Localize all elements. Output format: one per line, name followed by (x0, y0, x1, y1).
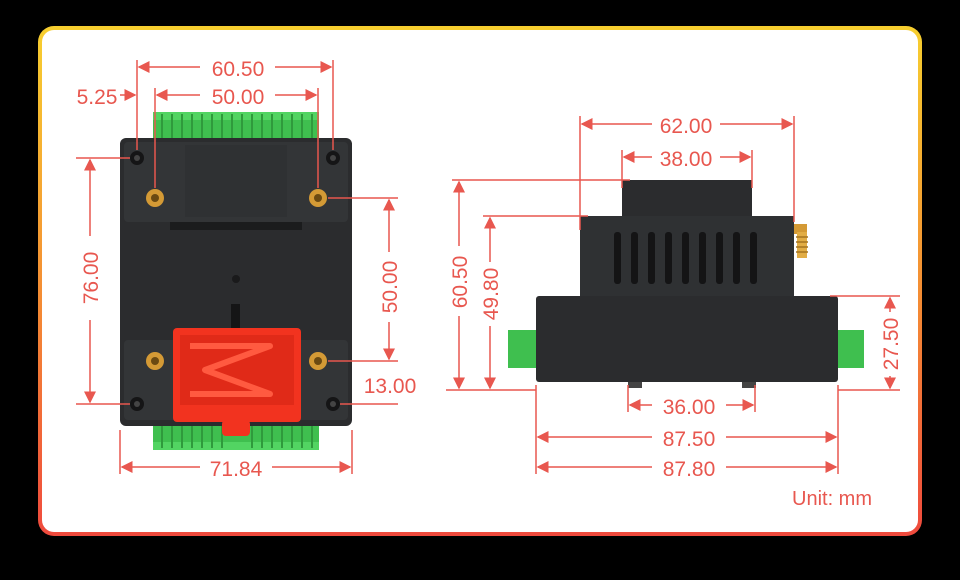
dim-71-84: 71.84 (210, 458, 263, 481)
dim-13-00: 13.00 (364, 375, 417, 398)
dim-50-00-top: 50.00 (212, 86, 265, 109)
din-rail-latch (173, 328, 301, 436)
vent-slots (614, 232, 757, 284)
left-terminal (508, 330, 538, 368)
dim-87-80: 87.80 (663, 458, 716, 481)
dim-36-00: 36.00 (663, 396, 716, 419)
dim-87-50: 87.50 (663, 428, 716, 451)
dim-76-00: 76.00 (80, 252, 103, 305)
right-terminal (834, 330, 864, 368)
brass-inserts (146, 189, 327, 370)
side-view (508, 180, 864, 388)
screw-holes (130, 151, 340, 411)
front-view (120, 112, 352, 450)
side-base (536, 296, 838, 382)
dim-27-50: 27.50 (880, 318, 903, 371)
side-dimensions (446, 116, 900, 474)
top-terminal-block (153, 112, 319, 142)
front-dimensions (76, 60, 398, 474)
dim-5-25: 5.25 (77, 86, 118, 109)
unit-label: Unit: mm (792, 488, 872, 510)
dim-50-00-side: 50.00 (379, 261, 402, 314)
dim-49-80: 49.80 (480, 268, 503, 321)
dim-62-00: 62.00 (660, 115, 713, 138)
side-top-module (622, 180, 752, 220)
dim-60-50-top: 60.50 (212, 58, 265, 81)
antenna-connector-icon (793, 224, 808, 258)
dim-60-50-left: 60.50 (449, 256, 472, 309)
dim-38-00: 38.00 (660, 148, 713, 171)
